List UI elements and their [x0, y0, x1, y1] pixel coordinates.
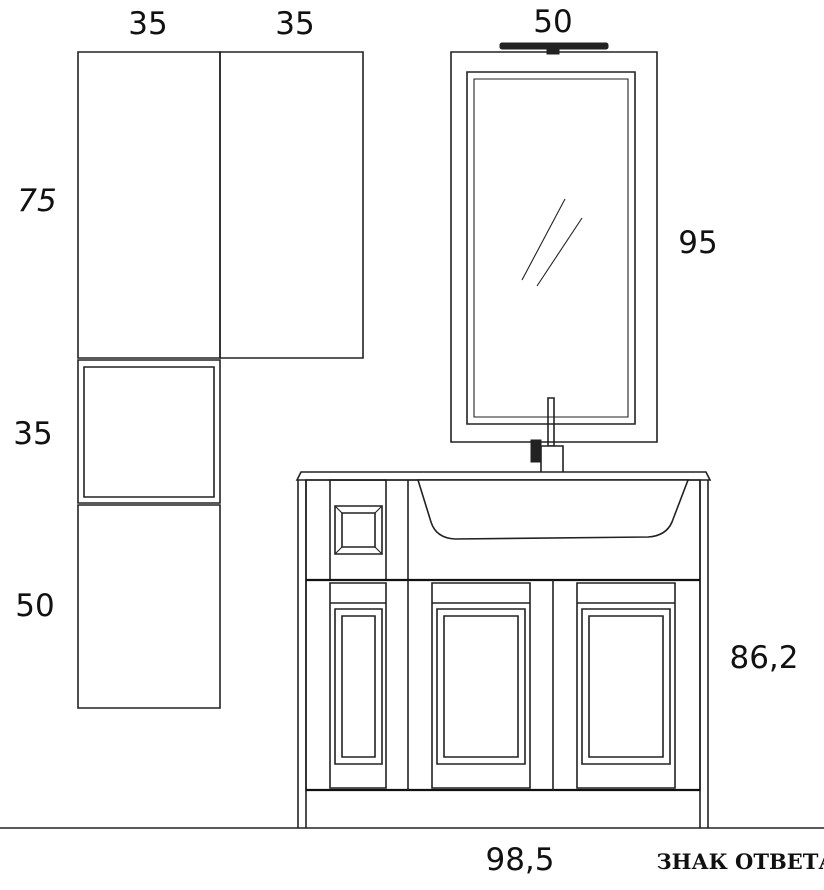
- faucet-spout: [548, 398, 554, 446]
- mirror-lamp-mount: [547, 48, 559, 54]
- dim-mirror-height: 95: [678, 225, 717, 261]
- small-drawer-bevel-tr: [375, 506, 382, 513]
- wall-cabinet: [78, 52, 363, 358]
- vanity-sink-basin: [418, 480, 688, 539]
- right-door: [577, 583, 675, 788]
- mirror-reflection-line-2: [537, 218, 582, 286]
- small-drawer-panel: [335, 506, 382, 554]
- small-drawer-bevel-tl: [335, 506, 342, 513]
- wall-cabinet-left-door: [78, 52, 220, 358]
- right-door-panel: [582, 609, 670, 764]
- vanity: [297, 472, 710, 828]
- wall-cabinet-right-door: [220, 52, 363, 358]
- watermark-text: ЗНАК ОТВЕТА: [657, 849, 824, 874]
- left-door-panel-inner: [444, 616, 518, 757]
- mirror: [451, 43, 657, 442]
- dim-tall-cabinet-lower-height: 50: [15, 588, 54, 624]
- small-drawer-bevel-bl: [335, 547, 342, 554]
- small-drawer-bevel-br: [375, 547, 382, 554]
- faucet-body: [541, 446, 563, 474]
- small-drawer-column: [330, 480, 386, 580]
- dim-shelf-height: 35: [13, 416, 52, 452]
- mirror-reflection-line-1: [522, 199, 565, 280]
- open-shelf-inner: [84, 367, 214, 497]
- narrow-door-panel-inner: [342, 616, 375, 757]
- dim-vanity-height: 86,2: [729, 640, 798, 676]
- vanity-countertop: [297, 472, 710, 480]
- open-shelf: [78, 360, 220, 503]
- narrow-door-panel: [335, 609, 382, 764]
- mirror-frame-middle: [467, 72, 635, 424]
- dim-cabinet-right-width: 35: [275, 6, 314, 42]
- open-shelf-outer: [78, 360, 220, 503]
- dim-vanity-width: 98,5: [485, 842, 554, 878]
- mirror-glass: [474, 79, 628, 417]
- right-door-panel-inner: [589, 616, 663, 757]
- narrow-door: [330, 583, 386, 788]
- faucet-handle: [531, 440, 541, 462]
- dim-cabinet-left-width: 35: [128, 6, 167, 42]
- left-door-panel: [437, 609, 525, 764]
- dim-wall-cabinet-height: 75: [17, 183, 56, 219]
- mirror-frame-outer: [451, 52, 657, 442]
- left-door: [432, 583, 530, 788]
- dim-mirror-width: 50: [533, 4, 572, 40]
- tall-cabinet-lower: [78, 505, 220, 708]
- small-drawer-panel-inner: [342, 513, 375, 547]
- faucet: [531, 398, 563, 474]
